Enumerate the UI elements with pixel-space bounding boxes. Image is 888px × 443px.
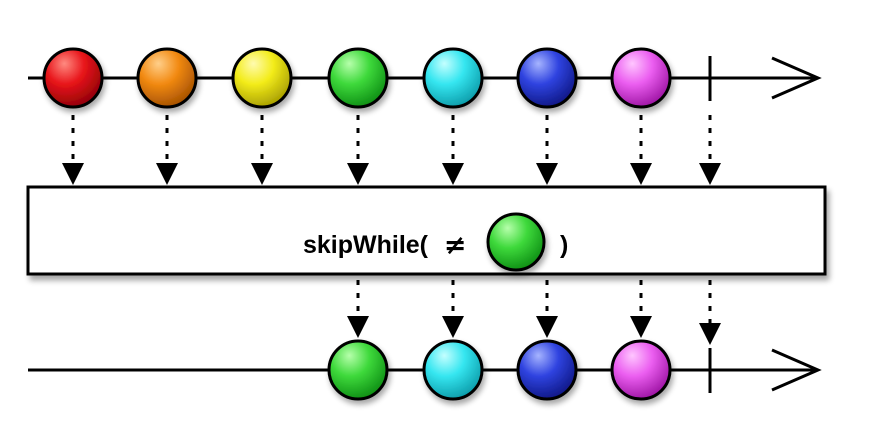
input-arrow-red xyxy=(62,115,84,185)
result-marble-cyan xyxy=(422,339,484,401)
output-arrow-green xyxy=(347,280,369,338)
source-marble-cyan xyxy=(422,47,484,109)
operator-not-equal-symbol: ≠ xyxy=(444,230,467,261)
source-marble-orange xyxy=(136,47,198,109)
input-arrow-yellow xyxy=(251,115,273,185)
predicate-marble-green xyxy=(486,212,546,272)
operator-to-result-arrows xyxy=(347,280,721,345)
source-marble-yellow xyxy=(231,47,293,109)
operator-box-rect xyxy=(26,185,827,276)
predicate-marble xyxy=(486,212,546,272)
result-marble-magenta xyxy=(610,339,672,401)
input-arrow-cyan xyxy=(442,115,464,185)
source-timeline-arrowhead xyxy=(771,56,822,100)
operator-box: skipWhile( ≠ ) xyxy=(26,185,827,276)
input-arrow-magenta xyxy=(630,115,652,185)
source-marble-magenta xyxy=(610,47,672,109)
input-arrow-orange xyxy=(156,115,178,185)
output-arrow-cyan xyxy=(442,280,464,338)
source-marble-blue xyxy=(516,47,578,109)
operator-label-prefix: skipWhile( xyxy=(303,231,429,259)
result-marble-green xyxy=(327,339,389,401)
input-arrow-green xyxy=(347,115,369,185)
output-completion-arrow xyxy=(699,280,721,345)
source-marbles xyxy=(42,47,672,109)
input-completion-arrow xyxy=(699,115,721,185)
input-arrow-blue xyxy=(536,115,558,185)
source-marble-red xyxy=(42,47,104,109)
output-arrow-magenta xyxy=(630,280,652,338)
result-timeline-arrowhead xyxy=(771,348,822,392)
source-to-operator-arrows xyxy=(62,115,721,185)
operator-label-suffix: ) xyxy=(560,231,568,259)
output-arrow-blue xyxy=(536,280,558,338)
source-marble-green xyxy=(327,47,389,109)
result-marble-blue xyxy=(516,339,578,401)
result-marbles xyxy=(327,339,672,401)
